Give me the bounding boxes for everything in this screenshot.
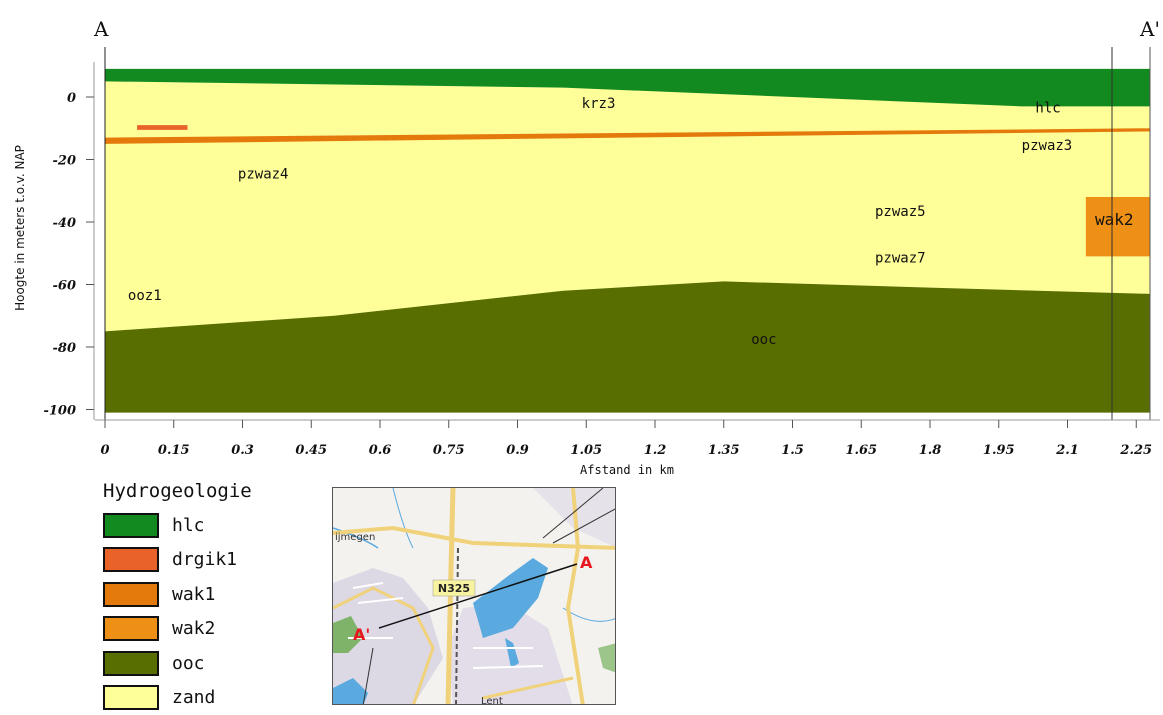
legend-item-wak2: wak2 (103, 612, 323, 647)
cross-section-chart: hlc krz3 pzwaz3 pzwaz4 pzwaz5 pzwaz7 wak2 ooz1 o… (0, 0, 1163, 480)
location-map-image: N325 ijmegen Lent A A' (333, 488, 616, 705)
unit-label-ooz1: ooz1 (128, 288, 162, 304)
y-tick-label: -60 (53, 279, 77, 294)
legend-list: hlc drgik1 wak1 wak2 ooc zand (103, 508, 323, 715)
map-place-top: ijmegen (335, 532, 375, 543)
unit-label-pzwaz5: pzwaz5 (875, 204, 926, 220)
unit-label-wak2: wak2 (1095, 210, 1134, 229)
legend-item-wak1: wak1 (103, 577, 323, 612)
map-road-label: N325 (438, 582, 470, 595)
legend-swatch (103, 547, 159, 572)
x-tick-label: 1.35 (708, 443, 740, 458)
x-tick-label: 0.3 (231, 443, 254, 458)
legend-swatch (103, 651, 159, 676)
x-tick-label: 0.9 (506, 443, 529, 458)
x-tick-label: 0.45 (295, 443, 327, 458)
legend-swatch (103, 616, 159, 641)
map-place-bottom: Lent (481, 696, 503, 705)
y-tick-label: -100 (43, 404, 76, 419)
legend-label: wak2 (172, 618, 215, 639)
legend-swatch (103, 582, 159, 607)
x-tick-label: 1.95 (983, 443, 1015, 458)
x-tick-label: 1.05 (570, 443, 602, 458)
legend: Hydrogeologie hlc drgik1 wak1 wak2 ooc zand (103, 478, 323, 715)
section-start-label: A (93, 17, 109, 41)
legend-swatch (103, 513, 159, 538)
legend-item-drgik1: drgik1 (103, 543, 323, 578)
x-tick-label: 1.8 (919, 443, 942, 458)
legend-label: wak1 (172, 584, 215, 605)
legend-item-ooc: ooc (103, 646, 323, 681)
location-map: N325 ijmegen Lent A A' (332, 487, 616, 705)
x-tick-label: 2.1 (1055, 443, 1079, 458)
x-tick-label: 0.15 (158, 443, 190, 458)
x-tick-label: 0.75 (433, 443, 465, 458)
legend-item-zand: zand (103, 681, 323, 715)
legend-label: hlc (172, 515, 205, 536)
map-marker-a-prime: A' (353, 625, 370, 644)
x-tick-label: 1.5 (781, 443, 804, 458)
unit-label-hlc: hlc (1035, 101, 1060, 117)
map-marker-a: A (580, 553, 593, 572)
layer-group (105, 69, 1150, 413)
x-tick-label: 0.6 (369, 443, 392, 458)
unit-label-pzwaz3: pzwaz3 (1022, 138, 1073, 154)
unit-label-pzwaz4: pzwaz4 (238, 166, 289, 182)
y-tick-label: -40 (53, 216, 77, 231)
x-axis-title: Afstand in km (580, 463, 674, 477)
x-tick-label: 0 (100, 443, 109, 458)
x-tick-label: 2.25 (1119, 443, 1152, 458)
legend-label: ooc (172, 653, 205, 674)
y-tick-label: -20 (53, 154, 77, 169)
x-tick-label: 1.2 (644, 443, 667, 458)
legend-label: drgik1 (172, 549, 237, 570)
x-tick-label: 1.65 (845, 443, 877, 458)
unit-label-ooc: ooc (751, 332, 776, 348)
legend-label: zand (172, 687, 215, 708)
y-tick-label: 0 (67, 91, 76, 106)
legend-item-hlc: hlc (103, 508, 323, 543)
unit-label-krz3: krz3 (582, 96, 616, 112)
layer-drgik1 (137, 125, 187, 130)
unit-label-pzwaz7: pzwaz7 (875, 251, 926, 267)
legend-title: Hydrogeologie (103, 478, 323, 504)
y-tick-label: -80 (53, 341, 77, 356)
legend-swatch (103, 685, 159, 710)
section-end-label: A' (1139, 17, 1160, 41)
y-axis-title: Hoogte in meters t.o.v. NAP (13, 145, 27, 311)
